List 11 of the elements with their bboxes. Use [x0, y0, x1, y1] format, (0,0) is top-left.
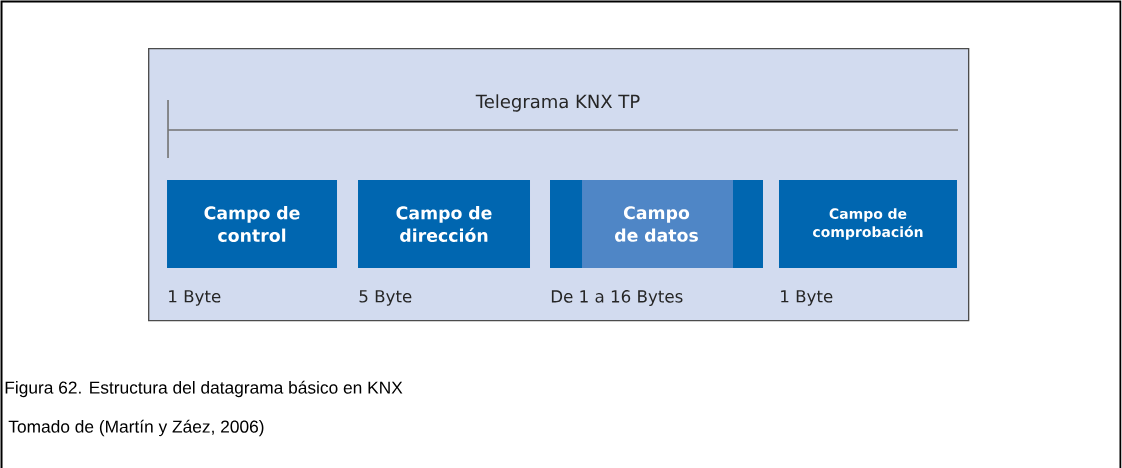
- field-box: Campo de control: [167, 180, 337, 268]
- size-label: De 1 a 16 Bytes: [551, 290, 683, 306]
- field-box: Campo de comprobación: [779, 180, 957, 268]
- size-label: 1 Byte: [781, 290, 833, 306]
- size-label: 1 Byte: [169, 290, 221, 306]
- field-box: Campo de datos: [550, 180, 763, 268]
- field-box: Campo de dirección: [358, 180, 530, 268]
- dimension-label: Telegrama KNX TP: [475, 94, 640, 112]
- source-note: Tomado de (Martín y Záez, 2006): [8, 419, 264, 437]
- size-label: 5 Byte: [359, 290, 412, 306]
- caption: Figura 62. Estructura del datagrama básico en KNX: [5, 380, 403, 398]
